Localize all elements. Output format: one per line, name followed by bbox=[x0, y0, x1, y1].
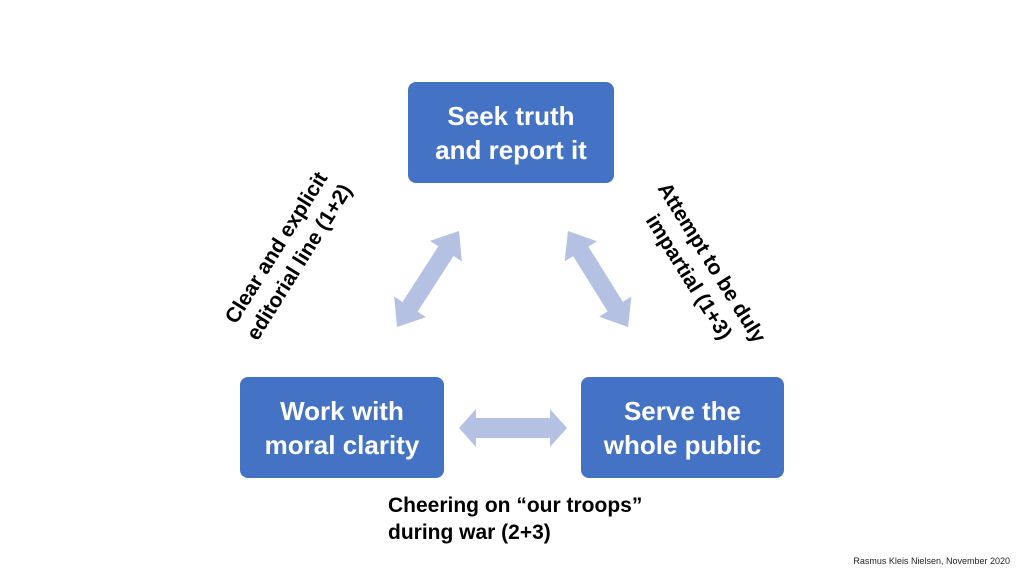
node-seek-truth: Seek truth and report it bbox=[408, 82, 614, 183]
edge-label-line: during war (2+3) bbox=[388, 521, 551, 544]
edge-label-2-3: Cheering on “our troops” during war (2+3… bbox=[388, 492, 642, 546]
node-line: and report it bbox=[435, 134, 587, 165]
node-moral-clarity: Work with moral clarity bbox=[240, 377, 444, 478]
credit-text: Rasmus Kleis Nielsen, November 2020 bbox=[853, 556, 1010, 566]
double-arrow-1-3 bbox=[564, 231, 632, 327]
node-line: Seek truth bbox=[447, 100, 575, 131]
edge-label-line: Cheering on “our troops” bbox=[388, 494, 643, 517]
node-line: Work with bbox=[280, 395, 404, 426]
double-arrow-1-2 bbox=[394, 231, 462, 327]
double-arrow-2-3 bbox=[459, 409, 567, 447]
node-serve-public: Serve the whole public bbox=[581, 377, 784, 478]
node-line: Serve the bbox=[623, 395, 742, 426]
node-line: moral clarity bbox=[264, 429, 420, 460]
node-line: whole public bbox=[603, 429, 762, 460]
